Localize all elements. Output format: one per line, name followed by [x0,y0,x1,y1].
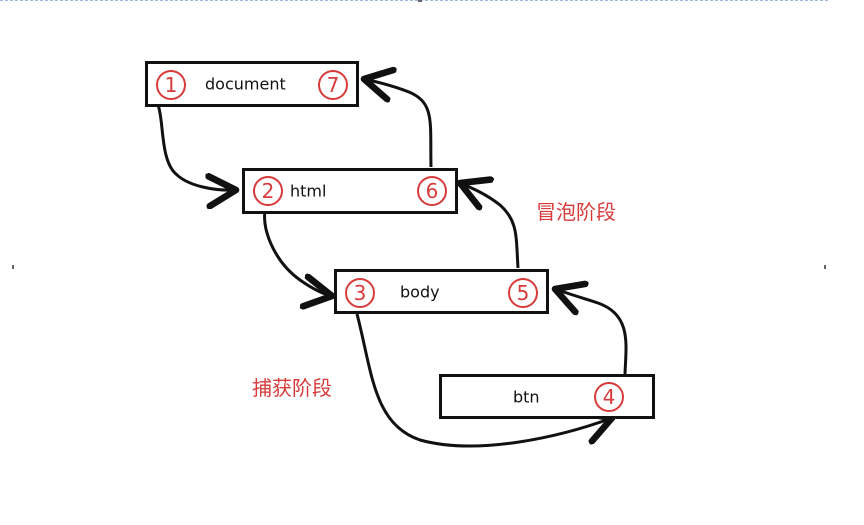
node-btn: btn 4 [439,374,655,419]
bubble-arrow-1 [555,289,628,375]
step-badge-5: 5 [508,278,538,308]
top-handle [418,0,422,2]
step-badge-2: 2 [253,176,283,206]
step-badge-4: 4 [594,382,624,412]
step-badge-3: 3 [345,278,375,308]
step-badge-7: 7 [318,70,348,100]
node-label-body: body [400,282,440,301]
step-badge-6: 6 [417,176,447,206]
bubble-phase-label: 冒泡阶段 [536,200,616,224]
node-label-document: document [205,74,286,94]
top-border [0,0,828,1]
node-label-btn: btn [513,387,540,406]
node-document: 1 document 7 [145,61,359,107]
bubble-arrow-3 [364,79,433,168]
right-handle [824,265,826,269]
step-badge-1: 1 [156,70,186,100]
capture-arrow-2 [263,209,332,296]
node-body: 3 body 5 [334,269,549,314]
capture-arrow-3 [355,313,612,448]
bubble-arrow-2 [460,183,520,269]
capture-phase-label: 捕获阶段 [252,376,332,400]
node-label-html: html [290,181,327,201]
capture-arrow-1 [156,104,236,190]
node-html: 2 html 6 [242,168,458,214]
left-handle [12,265,14,269]
